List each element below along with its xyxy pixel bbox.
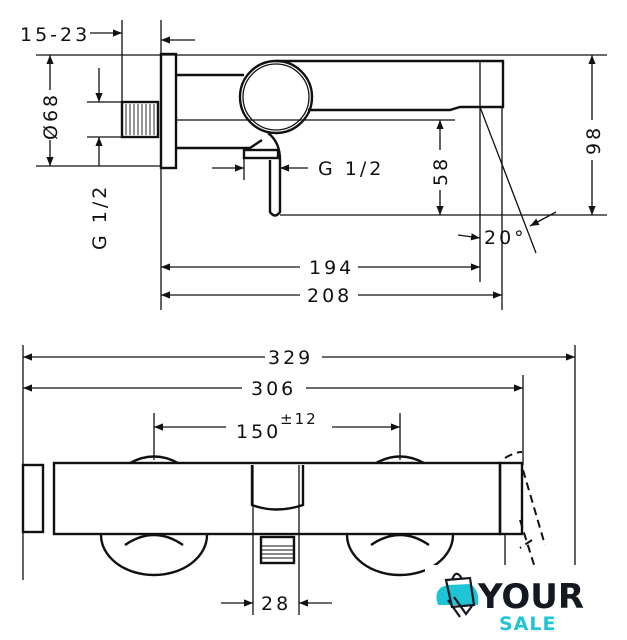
right-cap — [498, 461, 524, 536]
spout — [276, 59, 505, 112]
angle-line — [479, 106, 537, 254]
dim-centers-tolerance: ±12 — [280, 410, 318, 428]
dim-angle: 20° — [484, 227, 527, 249]
dim-outlet-width: 28 — [261, 593, 291, 615]
dim-projection-total: 208 — [307, 285, 352, 307]
dim-diameter: Ø68 — [40, 92, 62, 140]
knob-top-right — [375, 455, 425, 465]
side-view: 15-23 Ø68 G 1/2 G 1/2 58 98 20° 194 208 — [20, 20, 607, 310]
threaded-connector — [120, 100, 160, 139]
connector-threads — [261, 545, 294, 559]
knob-bottom-right-inner — [370, 533, 430, 546]
dim-spout-height: 58 — [430, 156, 452, 186]
dim-thread-outlet: G 1/2 — [318, 158, 384, 180]
dim-thread-inlet: G 1/2 — [89, 184, 111, 250]
dim-projection-spout: 194 — [309, 257, 354, 279]
thread-lines — [125, 104, 155, 135]
dim-total-height: 98 — [583, 125, 605, 155]
logo-text-sale: SALE — [499, 613, 556, 635]
mixer-body-front — [52, 461, 502, 536]
front-view: 329 306 150 ±12 28 — [21, 345, 576, 615]
knob-bottom-left — [99, 534, 209, 577]
yoursale-logo: YOUR SALE — [425, 565, 627, 640]
dim-body-width: 306 — [251, 378, 296, 400]
dim-arrow-angle-right — [529, 211, 557, 227]
diverter-outlet — [250, 465, 305, 511]
shopping-bag-icon — [444, 572, 476, 609]
dim-wall-range: 15-23 — [20, 24, 90, 46]
dim-centers: 150 — [236, 421, 281, 443]
hose-dashed — [504, 451, 546, 601]
knob-top-left — [129, 455, 179, 465]
mixer-body — [176, 73, 263, 150]
handle-inner-circle — [242, 63, 310, 131]
hand-pointer-icon — [447, 596, 473, 618]
outlet-nut — [242, 148, 280, 160]
left-cap — [21, 463, 45, 534]
dim-overall-width: 329 — [268, 347, 313, 369]
wall-plate — [159, 52, 178, 170]
handle-circle — [238, 59, 314, 135]
knob-bottom-left-inner — [124, 533, 184, 546]
dim-arrow-angle-left — [457, 233, 481, 241]
logo-text-your: YOUR — [477, 577, 584, 617]
knob-bottom-right — [345, 534, 455, 577]
lever — [267, 132, 282, 217]
logo-cloud-shape — [436, 584, 479, 605]
